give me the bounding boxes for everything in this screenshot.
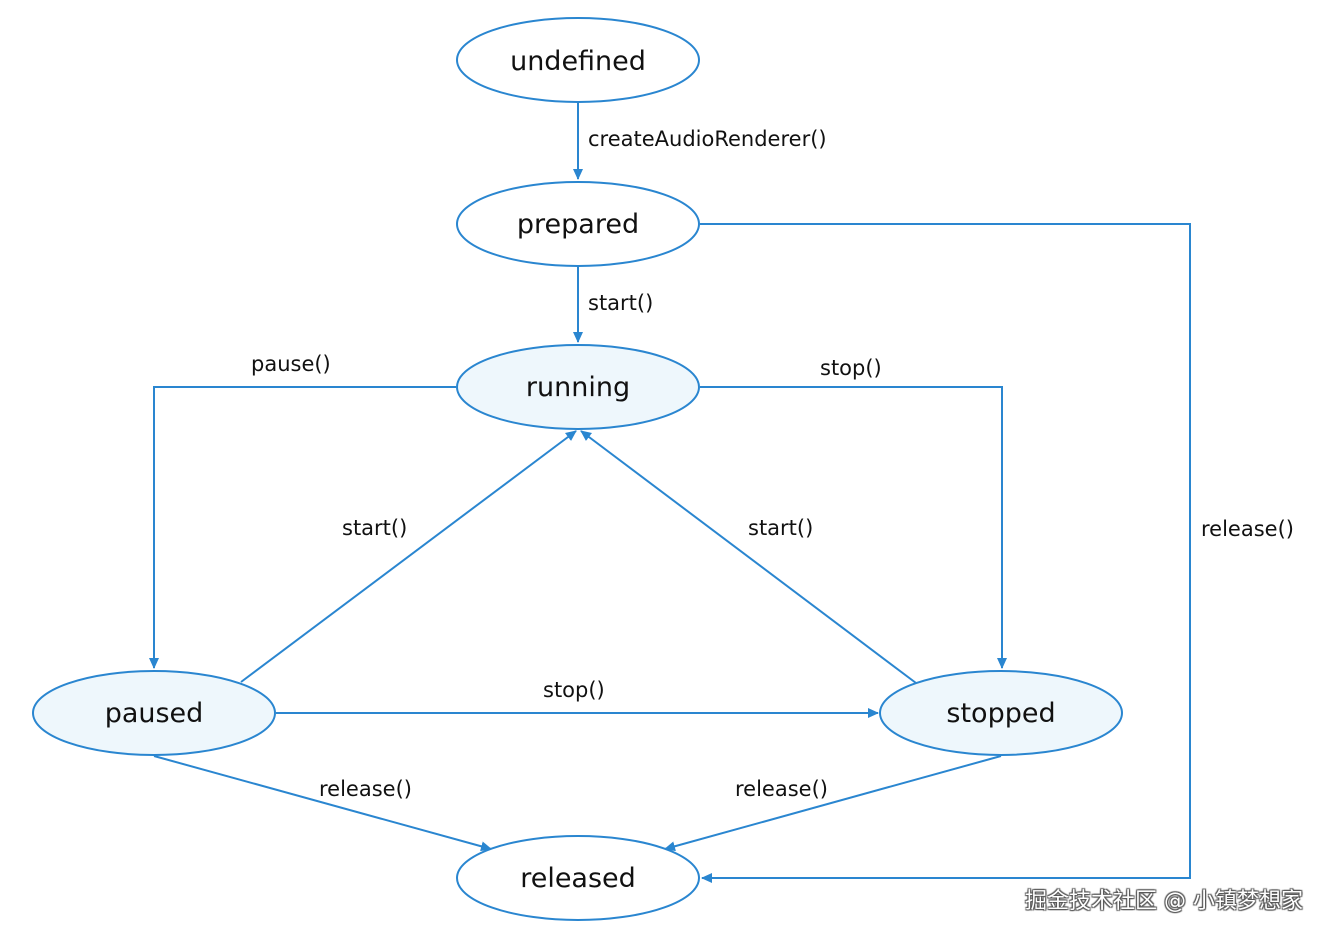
state-stopped-label: stopped (946, 698, 1055, 729)
state-running-shape (456, 344, 700, 430)
state-running: running (456, 344, 700, 430)
watermark: 掘金技术社区 @ 小镇梦想家 (1025, 889, 1303, 914)
edge-running-to-paused (149, 386, 456, 669)
label-start-paused: start() (342, 516, 407, 540)
label-release-paused: release() (319, 777, 412, 801)
state-undefined-shape (456, 17, 700, 103)
state-released-label: released (520, 863, 636, 894)
label-stop-paused: stop() (543, 678, 605, 702)
state-prepared-shape (456, 181, 700, 267)
state-stopped: stopped (879, 670, 1123, 756)
label-start-stopped: start() (748, 516, 813, 540)
state-stopped-shape (879, 670, 1123, 756)
state-paused-shape (32, 670, 276, 756)
label-release-prepared: release() (1201, 517, 1294, 541)
label-release-stopped: release() (735, 777, 828, 801)
state-paused: paused (32, 670, 276, 756)
state-undefined: undefined (456, 17, 700, 103)
state-undefined-label: undefined (510, 46, 646, 77)
edge-stopped-to-running (580, 430, 917, 684)
edge-running-to-stopped (700, 386, 1007, 669)
label-pause: pause() (251, 352, 331, 376)
state-prepared: prepared (456, 181, 700, 267)
state-released: released (456, 835, 700, 921)
edge-stopped-to-released (664, 755, 1002, 852)
edge-prepared-to-released (700, 223, 1191, 883)
edge-paused-to-running (240, 430, 577, 683)
edge-paused-to-released (153, 755, 492, 852)
state-released-shape (456, 835, 700, 921)
label-start-prepared: start() (588, 291, 653, 315)
state-prepared-label: prepared (517, 209, 639, 240)
edges (149, 103, 1191, 883)
label-stop-running: stop() (820, 356, 882, 380)
state-running-label: running (526, 372, 630, 403)
edge-labels: createAudioRenderer() start() pause() st… (251, 127, 1294, 801)
state-paused-label: paused (105, 698, 204, 729)
label-create-audio-renderer: createAudioRenderer() (588, 127, 827, 151)
